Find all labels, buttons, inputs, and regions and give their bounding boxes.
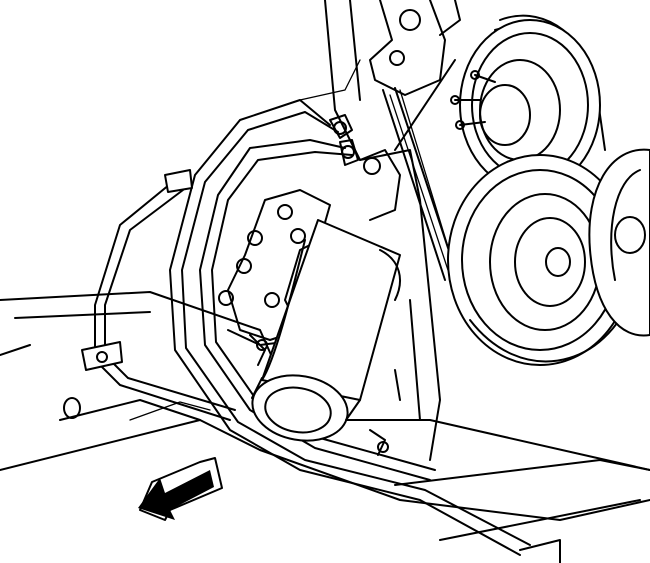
engine-block: [299, 0, 461, 461]
mounting-bolt: [236, 258, 252, 274]
mounting-bolt: [363, 157, 381, 175]
line-clips: [81, 169, 193, 371]
mounting-bolt: [218, 290, 234, 306]
mounting-bolt: [247, 230, 263, 246]
front-direction-arrow-icon: [138, 457, 223, 521]
lower-hardware: [129, 299, 421, 456]
mounting-bolt: [290, 228, 306, 244]
crankshaft-pulley: [447, 154, 633, 366]
starter-motor: [251, 219, 401, 442]
idler-pulley: [450, 19, 601, 191]
line-clip: [164, 169, 193, 193]
frame-hole: [63, 397, 81, 419]
power-steering-pulley: [588, 148, 650, 337]
engine-mount-bolt: [389, 50, 405, 66]
mounting-bolt: [277, 204, 293, 220]
engine-mount-bolt: [399, 9, 421, 31]
mounting-bolt: [264, 292, 280, 308]
line-clip: [81, 341, 123, 371]
